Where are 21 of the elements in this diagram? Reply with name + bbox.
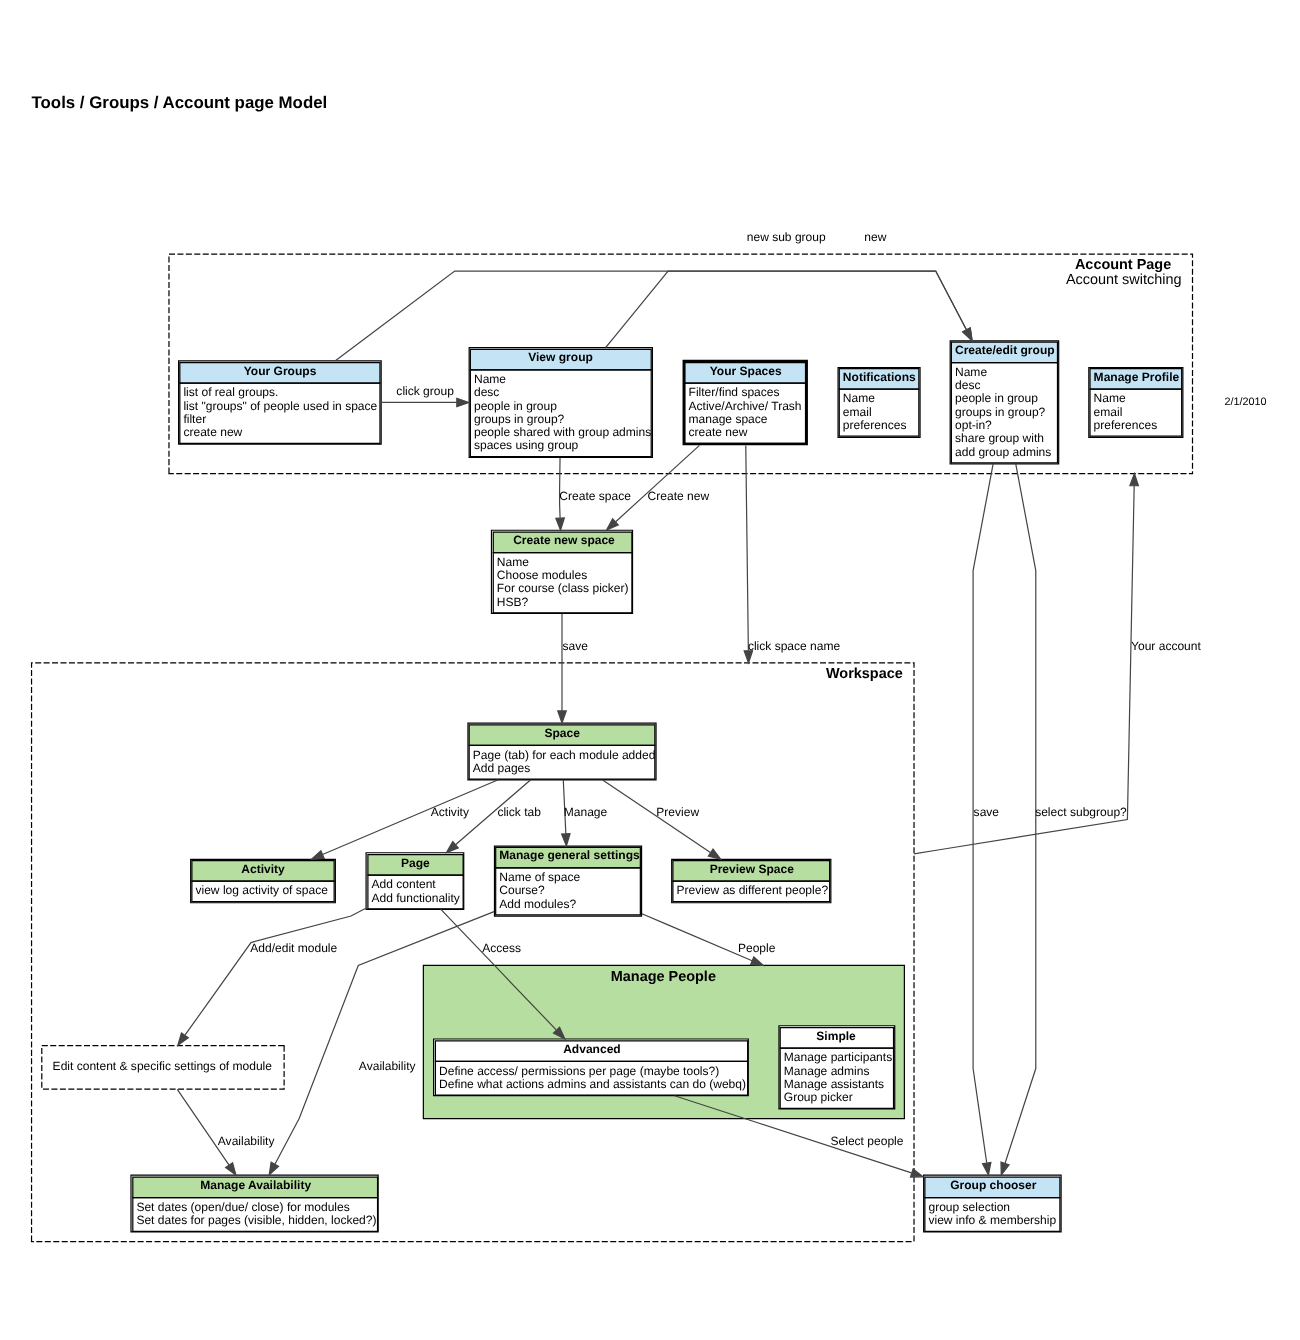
arrow <box>335 269 973 361</box>
arrow <box>743 443 754 664</box>
arrow <box>176 1087 237 1176</box>
arrow <box>445 778 532 853</box>
arrow <box>380 396 471 407</box>
arrow <box>309 778 499 859</box>
arrow <box>1000 462 1037 1176</box>
arrow <box>440 907 567 1040</box>
arrow <box>268 910 495 1176</box>
arrow <box>641 912 765 966</box>
arrow <box>913 470 1140 854</box>
arrow <box>555 456 566 531</box>
arrow <box>176 906 367 1046</box>
arrow <box>556 612 568 724</box>
arrow <box>972 462 994 1176</box>
arrow <box>605 443 701 531</box>
arrow <box>602 778 723 860</box>
arrow <box>560 778 571 847</box>
arrow <box>673 1094 925 1177</box>
arrow <box>605 269 973 348</box>
diagram-title: Tools / Groups / Account page Model <box>31 90 328 111</box>
